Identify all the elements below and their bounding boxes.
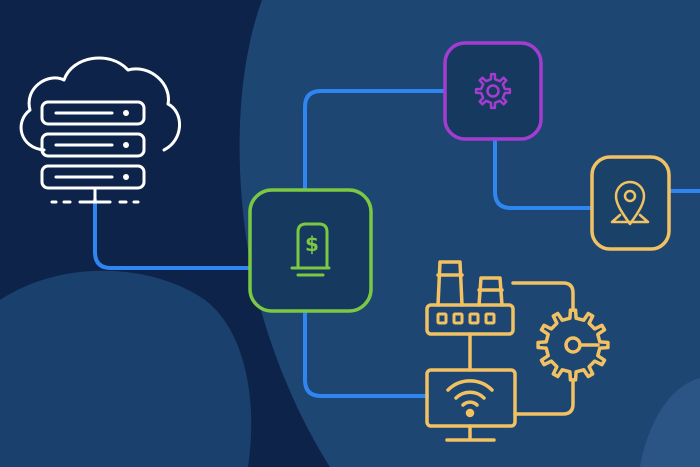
connector-settings-to-location: [493, 140, 594, 210]
background-curve-right: [239, 0, 700, 467]
dollar-document-icon: [290, 222, 331, 277]
cloud-server-icon: [19, 56, 181, 204]
location-node: [590, 155, 671, 251]
settings-node: [443, 41, 543, 141]
server-unit-3: [40, 164, 146, 190]
server-led-2: [123, 142, 129, 148]
server-unit-2: [40, 132, 146, 158]
currency-symbol: $: [305, 232, 319, 256]
factory-window-2: [452, 312, 464, 325]
cloud-outline: [19, 56, 181, 152]
invoice-box: [248, 188, 373, 313]
wifi-arc-inner: [461, 400, 479, 407]
gear-icon: [474, 72, 512, 110]
map-pin-ground: [610, 213, 650, 224]
factory-icon: [425, 260, 515, 336]
gear-hub: [486, 84, 500, 98]
location-box: [590, 155, 671, 251]
factory-window-3: [468, 312, 480, 325]
gear-icon: [536, 308, 610, 382]
factory-loop-bottom: [513, 378, 575, 416]
connector-cloud-to-invoice: [93, 198, 252, 270]
wifi-arc-middle: [454, 390, 486, 400]
document-outline: [296, 222, 329, 270]
invoice-node: $: [248, 188, 373, 313]
factory-group: [425, 260, 610, 442]
factory-loop-top: [511, 281, 575, 312]
connector-invoice-to-settings: [303, 89, 447, 192]
settings-box: [443, 41, 543, 141]
background-curve-corner: [640, 378, 700, 467]
wifi-monitor-icon: [425, 368, 517, 442]
factory-chimney-1: [436, 260, 464, 307]
connector-invoice-to-monitor: [303, 310, 429, 398]
factory-window-1: [436, 312, 448, 325]
map-pin-dot: [623, 189, 637, 203]
connectors: [93, 89, 700, 398]
background-curve-left: [0, 270, 252, 467]
map-pin-outline: [614, 180, 646, 226]
factory-window-4: [484, 312, 496, 325]
wifi-arc-outer: [446, 379, 494, 392]
gear-outline: [536, 308, 610, 382]
gear-outline: [474, 72, 512, 110]
server-unit-1: [40, 100, 146, 126]
map-pin-icon: [610, 180, 650, 226]
server-led-1: [123, 110, 129, 116]
server-led-3: [123, 174, 129, 180]
wifi-dot: [465, 408, 475, 418]
